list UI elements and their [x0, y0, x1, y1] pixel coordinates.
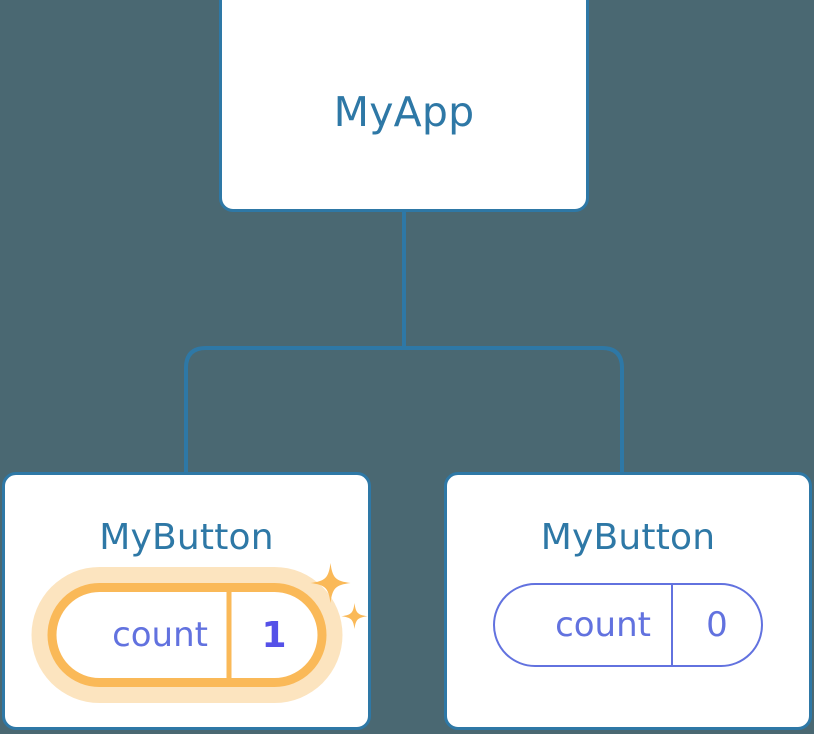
- state-pill-divider-right: [671, 585, 673, 665]
- node-card-mybutton-right[interactable]: MyButton count 0: [444, 472, 812, 730]
- state-pill-count-left[interactable]: count 1: [47, 583, 326, 687]
- connector-child-bus: [184, 346, 624, 472]
- node-card-myapp[interactable]: MyApp: [219, 0, 589, 212]
- state-pill-highlight-group: count 1: [31, 563, 367, 703]
- state-pill-divider-left: [226, 592, 231, 678]
- state-pill-key-right: count: [555, 605, 651, 645]
- state-pill-value-right: 0: [706, 605, 728, 645]
- node-title-myapp: MyApp: [333, 88, 475, 136]
- sparkle-icon-small: [341, 603, 367, 629]
- state-pill-value-left: 1: [261, 614, 287, 656]
- node-title-mybutton-left: MyButton: [99, 517, 274, 558]
- state-pill-key-left: count: [112, 615, 208, 655]
- state-pill-count-right[interactable]: count 0: [493, 583, 763, 667]
- node-title-mybutton-right: MyButton: [540, 517, 716, 558]
- state-pill-wrapper-left: count 1: [31, 563, 367, 703]
- state-pill-wrapper-right: count 0: [493, 583, 763, 667]
- node-card-mybutton-left[interactable]: MyButton count 1: [2, 472, 371, 730]
